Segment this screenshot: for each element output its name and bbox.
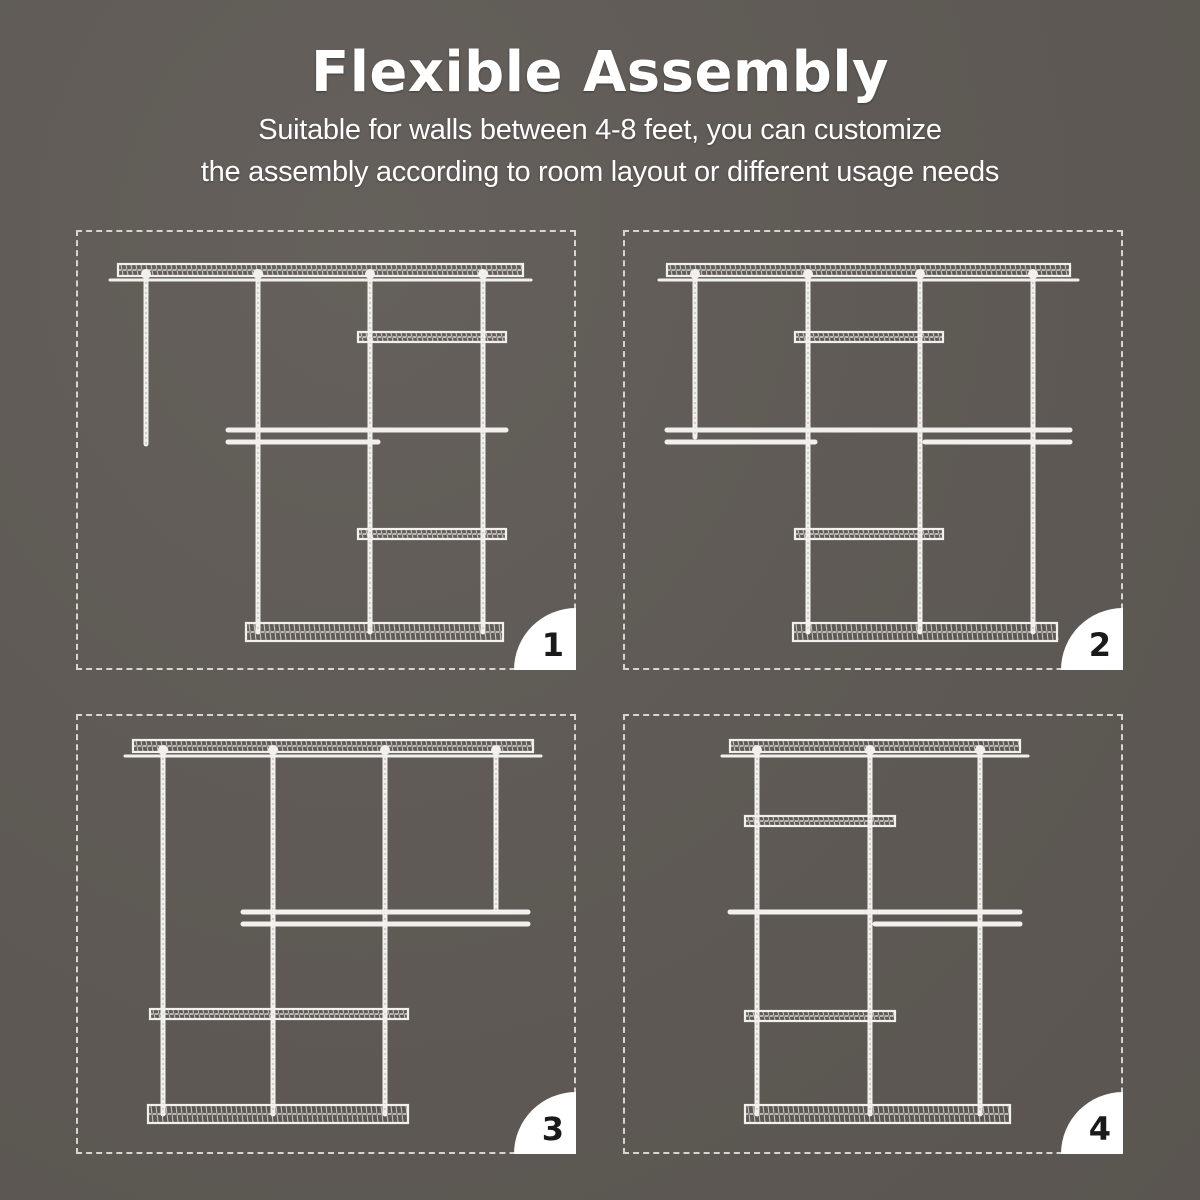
pole-connector bbox=[915, 269, 925, 279]
wire-shelf bbox=[356, 330, 508, 344]
base-wire-shelf bbox=[791, 621, 1059, 643]
pole-connector bbox=[365, 269, 375, 279]
pole-connector bbox=[268, 745, 278, 755]
pole-connector bbox=[865, 745, 875, 755]
option-number: 2 bbox=[1088, 626, 1111, 664]
option-number: 1 bbox=[541, 626, 564, 664]
closet-diagram-3 bbox=[123, 738, 543, 1125]
wire-shelf bbox=[793, 527, 945, 541]
pole-connector bbox=[803, 269, 813, 279]
closet-diagram-1 bbox=[108, 262, 533, 643]
top-wire-shelf bbox=[131, 738, 535, 754]
wire-shelf bbox=[743, 1009, 897, 1023]
base-wire-shelf bbox=[743, 1103, 1012, 1125]
top-wire-shelf bbox=[728, 738, 1022, 754]
wire-shelf bbox=[356, 527, 508, 541]
option-number: 3 bbox=[541, 1110, 564, 1148]
pole-connector bbox=[478, 269, 488, 279]
wire-shelf bbox=[148, 1007, 410, 1021]
pole-connector bbox=[253, 269, 263, 279]
pole-connector bbox=[1028, 269, 1038, 279]
pole-connector bbox=[158, 745, 168, 755]
pole-connector bbox=[690, 269, 700, 279]
assembly-option-1: 1 bbox=[76, 230, 576, 670]
pole-connector bbox=[491, 745, 501, 755]
top-wire-shelf bbox=[116, 262, 525, 278]
pole-connector bbox=[752, 745, 762, 755]
pole-connector bbox=[380, 745, 390, 755]
pole-connector bbox=[141, 269, 151, 279]
wire-shelf bbox=[793, 330, 945, 344]
subtitle-line-1: Suitable for walls between 4-8 feet, you… bbox=[258, 114, 942, 146]
option-number-badge: 3 bbox=[514, 1092, 576, 1154]
closet-diagram-2 bbox=[657, 262, 1080, 643]
page-title: Flexible Assembly bbox=[310, 40, 890, 105]
assembly-option-2: 2 bbox=[623, 230, 1123, 670]
top-wire-shelf bbox=[665, 262, 1072, 278]
assembly-option-4: 4 bbox=[623, 714, 1123, 1154]
base-wire-shelf bbox=[146, 1103, 410, 1125]
closet-diagram-4 bbox=[720, 738, 1030, 1125]
subtitle-line-2: the assembly according to room layout or… bbox=[200, 156, 1000, 188]
option-number: 4 bbox=[1088, 1110, 1111, 1148]
assembly-option-3: 3 bbox=[76, 714, 576, 1154]
base-wire-shelf bbox=[244, 621, 505, 643]
pole-connector bbox=[975, 745, 985, 755]
wire-shelf bbox=[743, 814, 897, 828]
